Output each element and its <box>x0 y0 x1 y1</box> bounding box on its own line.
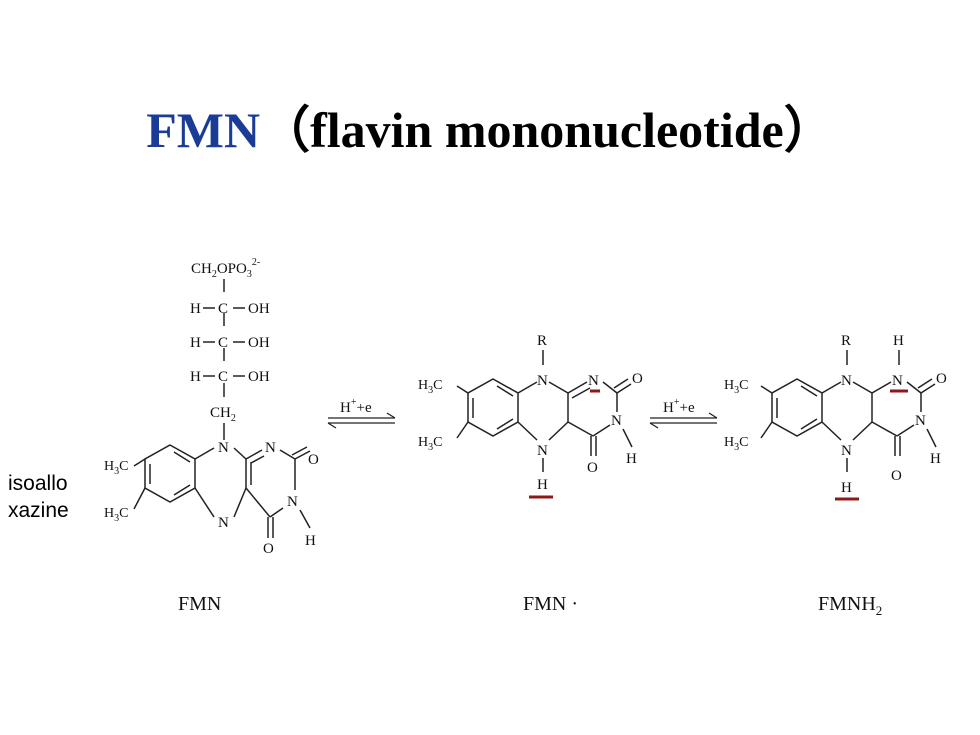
methyl-group: H3C <box>418 435 442 453</box>
atom-h: H <box>841 480 852 496</box>
methyl-group: H3C <box>724 378 748 396</box>
reagent-label: H++e <box>340 397 372 416</box>
reagent-label: H++e <box>663 397 695 416</box>
methyl-group: H3C <box>724 435 748 453</box>
atom-n: N <box>841 373 852 389</box>
atom-n: N <box>287 494 298 510</box>
atom-n: N <box>915 413 926 429</box>
atom-oh: OH <box>248 335 270 351</box>
atom-c: C <box>218 301 228 317</box>
atom-n: N <box>218 440 229 456</box>
atom-h: H <box>537 477 548 493</box>
isoalloxazine-label: isoallo xazine <box>8 470 69 524</box>
isoalloxazine-label-line2: xazine <box>8 499 69 522</box>
fmn-structure: CH2OPO32- H C OH H C OH H C OH CH2 N N O… <box>104 257 319 557</box>
atom-n: N <box>841 443 852 459</box>
atom-o: O <box>632 371 643 387</box>
fmn-semiquinone-structure: R N N O N H O N H H3C H3C <box>418 333 643 499</box>
page-title: FMN（flavin mononucleotide） <box>0 100 980 160</box>
atom-c: C <box>218 369 228 385</box>
atom-h: H <box>930 451 941 467</box>
equilibrium-arrow-2: H++e <box>649 397 718 429</box>
atom-o: O <box>936 371 947 387</box>
atom-h: H <box>190 301 201 317</box>
title-full-name: （flavin mononucleotide） <box>260 102 834 158</box>
atom-h: H <box>305 533 316 549</box>
atom-h: H <box>190 335 201 351</box>
caption-fmn: FMN <box>178 593 221 615</box>
atom-h: H <box>893 333 904 349</box>
atom-r: R <box>841 333 851 349</box>
caption-fmn-semiquinone: FMN · <box>523 593 578 615</box>
methyl-group: H3C <box>418 378 442 396</box>
atom-o: O <box>263 541 274 557</box>
equilibrium-arrow-1: H++e <box>327 397 396 429</box>
methyl-group: H3C <box>104 506 128 524</box>
atom-c: C <box>218 335 228 351</box>
atom-o: O <box>891 468 902 484</box>
atom-n: N <box>588 373 599 389</box>
fmnh2-structure: R H N N O N H O N H H3C H3C <box>724 333 947 501</box>
atom-n: N <box>265 440 276 456</box>
atom-o: O <box>587 460 598 476</box>
fmn-ch2: CH2 <box>210 405 236 424</box>
atom-n: N <box>611 413 622 429</box>
title-abbreviation: FMN <box>146 102 261 158</box>
atom-n: N <box>218 515 229 531</box>
isoalloxazine-label-line1: isoallo <box>8 472 68 495</box>
atom-o: O <box>308 452 319 468</box>
atom-n: N <box>537 443 548 459</box>
atom-r: R <box>537 333 547 349</box>
methyl-group: H3C <box>104 459 128 477</box>
atom-n: N <box>537 373 548 389</box>
atom-n: N <box>892 373 903 389</box>
fmn-phosphate-group: CH2OPO32- <box>191 257 260 280</box>
atom-h: H <box>190 369 201 385</box>
caption-fmnh2: FMNH2 <box>818 593 882 618</box>
atom-h: H <box>626 451 637 467</box>
atom-oh: OH <box>248 301 270 317</box>
atom-oh: OH <box>248 369 270 385</box>
